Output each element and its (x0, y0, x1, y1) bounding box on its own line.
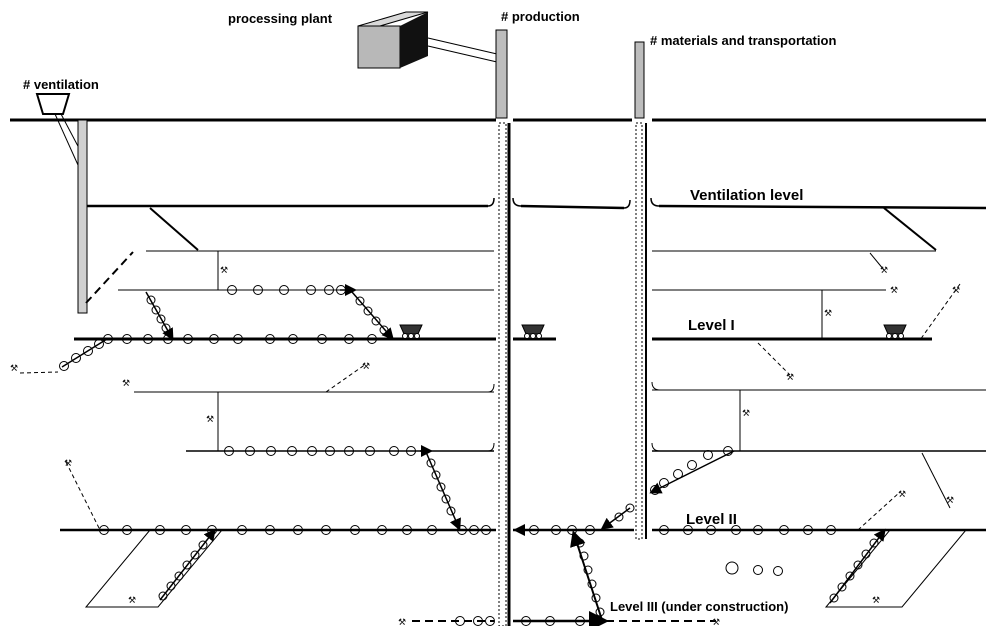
pick-icon: ⚒ (872, 596, 880, 606)
pick-icon: ⚒ (10, 364, 18, 374)
pick-icon: ⚒ (786, 373, 794, 383)
pick-icons: ⚒ ⚒ ⚒ ⚒ ⚒ ⚒ ⚒ ⚒ ⚒ ⚒ ⚒ ⚒ ⚒ ⚒ ⚒ ⚒ ⚒ ⚒ (10, 266, 960, 626)
materials-shaft (635, 122, 647, 540)
pick-icon: ⚒ (946, 496, 954, 506)
level-1-label: Level I (688, 317, 735, 334)
ventilation-level-drifts (87, 197, 986, 251)
mine-cart-icon (399, 324, 423, 339)
pick-icon: ⚒ (220, 266, 228, 276)
pick-icon: ⚒ (122, 379, 130, 389)
level-2-drift (60, 528, 986, 608)
level-1-drift (19, 337, 932, 376)
ventilation-shaft (77, 119, 88, 314)
processing-plant-building (357, 11, 498, 69)
pick-icon: ⚒ (898, 490, 906, 500)
ventilation-drift (85, 251, 134, 304)
middle-sublevels (65, 363, 986, 531)
materials-label: # materials and transportation (650, 33, 836, 48)
ore-flow-sublevel (224, 445, 735, 531)
level-2-label: Level II (686, 511, 737, 528)
production-label: # production (501, 9, 580, 24)
level-3-drift (412, 611, 716, 626)
level-3-label: Level III (under construction) (610, 599, 788, 614)
pick-icon: ⚒ (128, 596, 136, 606)
production-headframe (495, 29, 508, 119)
pick-icon: ⚒ (362, 362, 370, 372)
pick-icon: ⚒ (890, 286, 898, 296)
pick-icon: ⚒ (712, 618, 720, 626)
ore-flow-level-2 (99, 503, 886, 621)
pick-icon: ⚒ (824, 309, 832, 319)
materials-headframe (634, 41, 645, 119)
ventilation-fan-icon (35, 93, 81, 166)
mine-cart-icon (521, 324, 545, 339)
pick-icon: ⚒ (952, 286, 960, 296)
pick-icon: ⚒ (398, 618, 406, 626)
ventilation-level-label: Ventilation level (690, 187, 803, 204)
processing-plant-label: processing plant (228, 11, 333, 26)
pick-icon: ⚒ (880, 266, 888, 276)
pick-icon: ⚒ (206, 415, 214, 425)
pick-icon: ⚒ (64, 459, 72, 469)
pick-icon: ⚒ (742, 409, 750, 419)
production-shaft (498, 122, 511, 626)
ventilation-label: # ventilation (23, 77, 99, 92)
mine-cart-icon (883, 324, 907, 339)
ore-flow-level-1 (59, 284, 394, 371)
